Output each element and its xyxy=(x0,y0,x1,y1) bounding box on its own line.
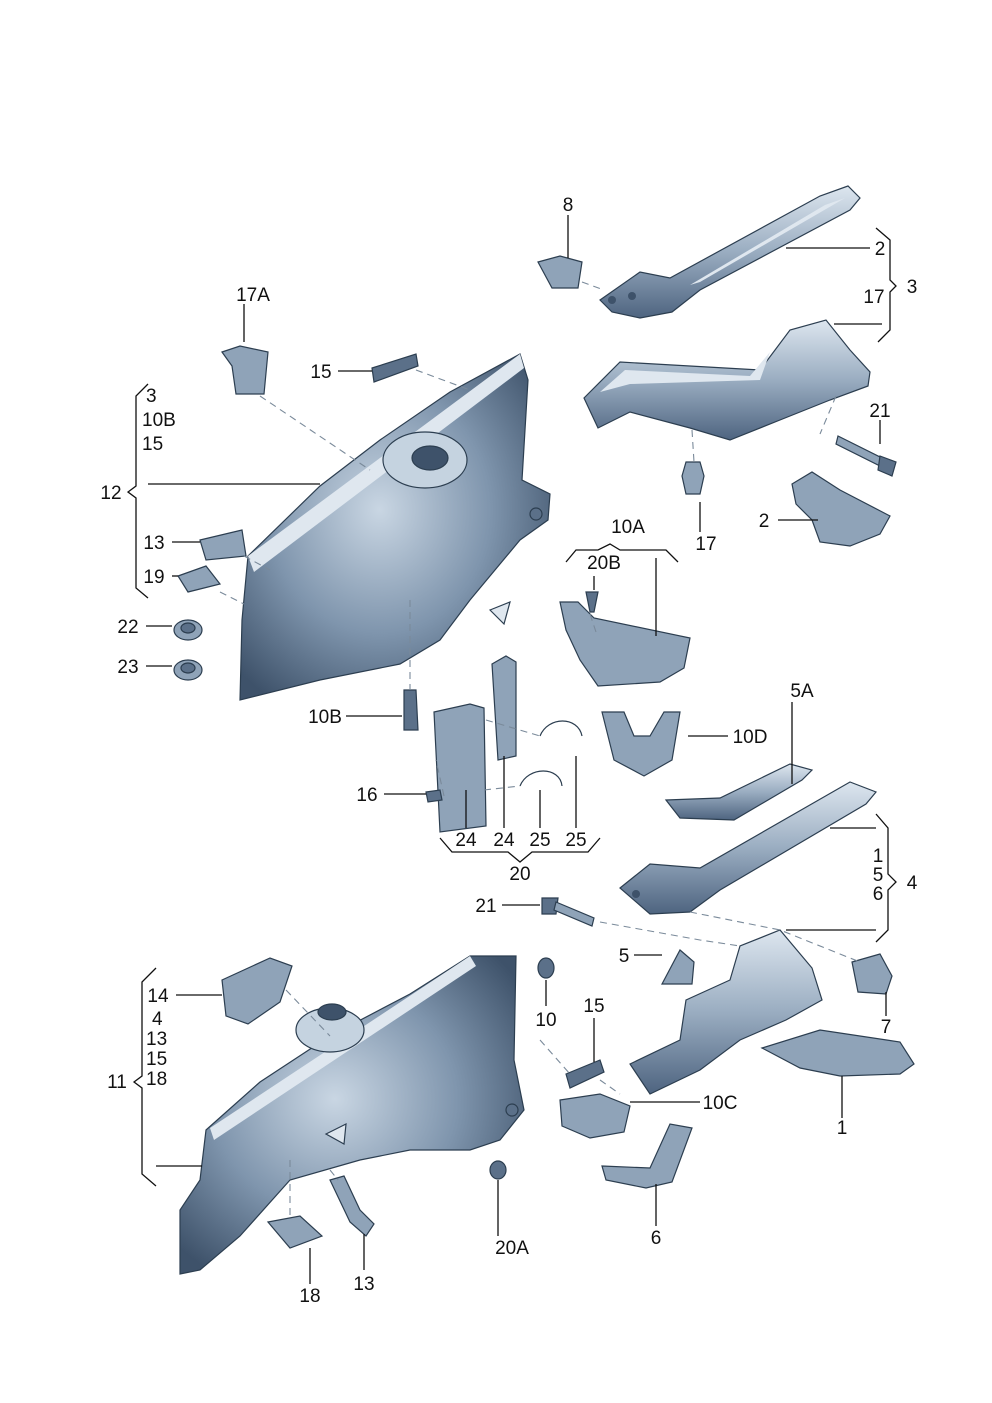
label-15-upper: 15 xyxy=(310,362,331,383)
label-11-group-18: 18 xyxy=(146,1069,167,1090)
label-4-group-6: 6 xyxy=(873,884,884,905)
label-4: 4 xyxy=(907,873,918,894)
label-24-a: 24 xyxy=(455,830,477,851)
label-11-group-13: 13 xyxy=(146,1029,167,1050)
leader-lines xyxy=(126,215,897,1284)
label-1: 1 xyxy=(837,1118,848,1139)
label-10A: 10A xyxy=(611,517,645,538)
label-24-b: 24 xyxy=(493,830,515,851)
part-24-shield-b xyxy=(491,655,517,761)
part-2-mount xyxy=(791,471,891,547)
label-4-group-1: 1 xyxy=(873,846,884,867)
part-17-clip xyxy=(681,461,705,495)
label-21-upper: 21 xyxy=(869,401,890,422)
part-19-bracket xyxy=(177,565,222,593)
label-2-mount: 2 xyxy=(759,511,770,532)
label-13-lower: 13 xyxy=(353,1274,374,1295)
label-8: 8 xyxy=(563,195,574,216)
part-10-nut xyxy=(537,957,555,979)
part-5-clip xyxy=(661,949,695,985)
label-5A: 5A xyxy=(790,681,814,702)
label-17-upper: 17 xyxy=(863,287,884,308)
label-3-upper: 3 xyxy=(907,277,918,298)
part-15-plate-upper xyxy=(371,353,419,383)
part-16-screw xyxy=(425,789,443,803)
part-20B-screw xyxy=(585,591,599,613)
label-14: 14 xyxy=(147,986,169,1007)
part-21-bolt-lower xyxy=(541,897,595,927)
label-22: 22 xyxy=(117,617,138,638)
part-20A-nut xyxy=(489,1160,507,1180)
label-11-group-4: 4 xyxy=(152,1009,163,1030)
label-25-b: 25 xyxy=(565,830,586,851)
assembly-lines xyxy=(219,281,861,1220)
part-7-bracket xyxy=(851,953,893,995)
label-19: 19 xyxy=(143,567,164,588)
part-24-shield-a xyxy=(433,703,487,833)
part-25-clamp-a xyxy=(539,720,583,737)
part-12-wheel-housing xyxy=(239,353,551,701)
part-10A-bracket xyxy=(559,601,691,687)
label-12-group-15: 15 xyxy=(142,434,163,455)
label-17-clip: 17 xyxy=(695,534,716,555)
label-23: 23 xyxy=(117,657,138,678)
part-23-grommet xyxy=(173,659,203,681)
part-6-bracket xyxy=(601,1123,693,1189)
label-5: 5 xyxy=(619,946,630,967)
label-15-lower: 15 xyxy=(583,996,604,1017)
label-11: 11 xyxy=(107,1072,127,1093)
part-13-bracket-lower xyxy=(329,1175,375,1237)
part-1-rail xyxy=(629,929,823,1095)
label-16: 16 xyxy=(356,785,377,806)
label-18: 18 xyxy=(299,1286,320,1307)
label-13-upper: 13 xyxy=(143,533,164,554)
label-12-group-3: 3 xyxy=(146,386,157,407)
label-11-group-15: 15 xyxy=(146,1049,167,1070)
part-5A-rail xyxy=(664,763,814,821)
label-21-lower: 21 xyxy=(475,896,496,917)
label-20A: 20A xyxy=(495,1238,529,1259)
part-2-upper-rail xyxy=(599,185,861,319)
label-7: 7 xyxy=(881,1017,892,1038)
part-1-floor-plate xyxy=(760,1029,915,1077)
part-21-bolt-upper xyxy=(835,435,897,477)
label-25-a: 25 xyxy=(529,830,550,851)
label-12-group-10B: 10B xyxy=(142,410,176,431)
part-4-rail xyxy=(619,781,877,915)
part-8-bracket xyxy=(537,255,583,289)
part-15-plate-lower xyxy=(565,1059,605,1089)
label-20B: 20B xyxy=(587,553,621,574)
part-10B-clip xyxy=(403,689,419,731)
label-2-upper: 2 xyxy=(875,239,886,260)
part-22-grommet xyxy=(173,619,203,641)
label-6: 6 xyxy=(651,1228,662,1249)
label-12: 12 xyxy=(100,483,121,504)
part-17-rail xyxy=(583,319,871,441)
label-10D: 10D xyxy=(733,727,768,748)
label-17A: 17A xyxy=(236,285,270,306)
part-10C-bracket xyxy=(559,1093,631,1139)
part-18-bracket xyxy=(266,1215,324,1249)
part-14-bracket xyxy=(221,957,293,1025)
part-17A-bracket xyxy=(221,345,269,395)
label-10C: 10C xyxy=(703,1093,738,1114)
callout-labels: 8 2 3 17 17A 15 21 3 10B 15 12 13 19 17 … xyxy=(100,195,917,1307)
part-25-clamp-b xyxy=(519,770,563,787)
part-10D-bracket xyxy=(601,711,681,777)
part-13-bracket-upper xyxy=(199,529,247,561)
label-10: 10 xyxy=(535,1010,556,1031)
label-10B: 10B xyxy=(308,707,342,728)
label-4-group-5: 5 xyxy=(873,865,884,886)
label-20: 20 xyxy=(509,864,530,885)
